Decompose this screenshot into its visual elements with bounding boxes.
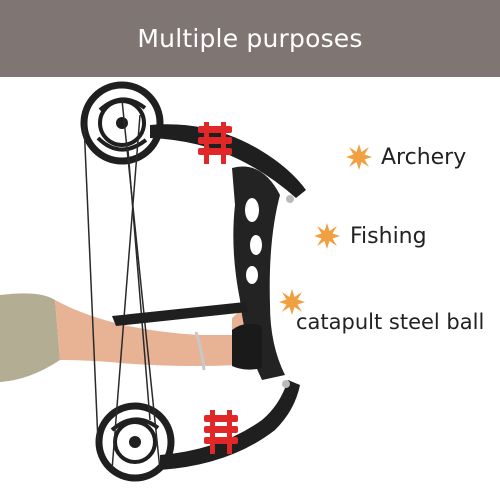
arm-sleeve (0, 293, 60, 382)
banner-title: Multiple purposes (137, 24, 363, 53)
limb-bolt-top (286, 195, 294, 203)
bow-illustration (0, 81, 306, 482)
purpose-fishing: Fishing (312, 222, 427, 250)
starburst-icon (279, 289, 305, 315)
title-banner: Multiple purposes (0, 0, 500, 77)
upper-limb (150, 124, 306, 198)
arm-skin (55, 300, 240, 366)
bow-grip (232, 323, 262, 370)
bracelet (194, 331, 206, 371)
purpose-label: Archery (381, 144, 467, 170)
purpose-label: Fishing (350, 223, 427, 249)
bow-strings (83, 99, 161, 471)
purpose-label: catapult steel ball (296, 310, 485, 334)
purpose-archery: Archery (345, 143, 466, 171)
purpose-catapult: catapult steel ball (278, 288, 484, 334)
riser-cutouts (245, 198, 262, 284)
arrow-holder-top (198, 122, 232, 164)
starburst-icon (314, 223, 340, 249)
stabilizer-bar (112, 302, 248, 326)
top-cam-wheel (80, 81, 164, 165)
starburst-icon (346, 144, 372, 170)
arrow-holder-bottom (204, 410, 238, 454)
limb-bolt-bottom (282, 380, 290, 388)
